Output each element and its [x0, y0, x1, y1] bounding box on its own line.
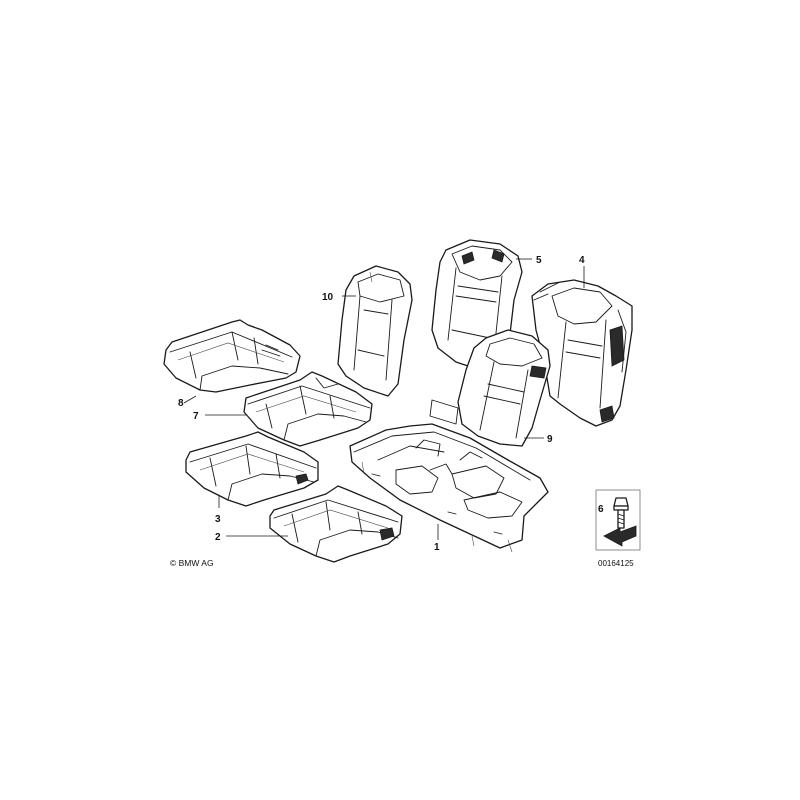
arrow-icon	[595, 489, 641, 551]
callout-1: 1	[434, 542, 440, 553]
callout-5: 5	[536, 255, 542, 266]
backrest-10[interactable]	[337, 265, 413, 397]
copyright-text: © BMW AG	[170, 558, 214, 568]
seat-cushion-pad-7[interactable]	[243, 371, 373, 447]
callout-3: 3	[215, 514, 221, 525]
callout-9: 9	[547, 434, 553, 445]
leader-lines	[183, 258, 585, 540]
callout-10: 10	[322, 292, 334, 303]
document-number: 00164125	[598, 559, 634, 568]
seat-cushion-2[interactable]	[269, 485, 403, 563]
seat-cushion-cover-8[interactable]	[163, 319, 301, 393]
callout-2: 2	[215, 532, 221, 543]
callout-6: 6	[598, 504, 604, 515]
seat-frame-1[interactable]	[349, 423, 549, 553]
seat-cushion-3[interactable]	[185, 431, 319, 507]
callout-7: 7	[193, 411, 199, 422]
backrest-9[interactable]	[429, 329, 551, 447]
backrest-4[interactable]	[531, 279, 633, 427]
callout-8: 8	[178, 398, 184, 409]
callout-4: 4	[579, 255, 585, 266]
bolt-icon	[613, 497, 629, 529]
